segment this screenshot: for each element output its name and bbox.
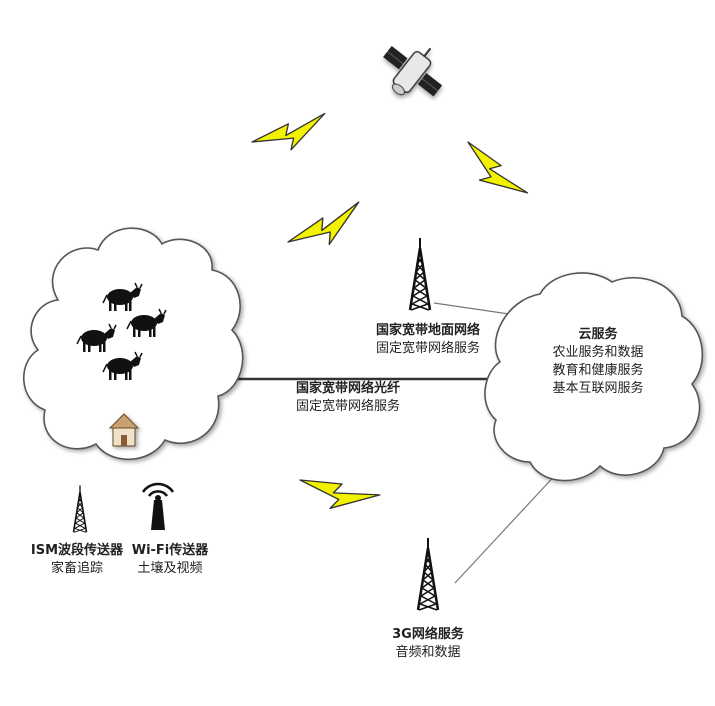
wifi-transmitter-title: Wi-Fi传送器 xyxy=(131,543,209,558)
house-icon xyxy=(108,413,140,447)
cloud-service-cloud xyxy=(484,272,704,482)
ism-transmitter-subtitle: 家畜追踪 xyxy=(50,561,103,576)
lightning-icon xyxy=(460,127,529,211)
terrestrial-network-label: 国家宽带地面网络 固定宽带网络服务 xyxy=(358,322,498,358)
wifi-transmitter-label: Wi-Fi传送器 土壤及视频 xyxy=(120,542,220,578)
3g-service-subtitle: 音频和数据 xyxy=(395,645,461,660)
lightning-icon xyxy=(283,201,365,251)
tower-icon xyxy=(408,236,432,312)
wifi-antenna-icon xyxy=(141,482,175,530)
3g-service-title: 3G网络服务 xyxy=(392,627,464,642)
terrestrial-network-subtitle: 固定宽带网络服务 xyxy=(375,341,480,356)
ism-transmitter-title: ISM波段传送器 xyxy=(30,543,124,558)
fiber-network-label: 国家宽带网络光纤 固定宽带网络服务 xyxy=(278,380,418,416)
3g-service-label: 3G网络服务 音频和数据 xyxy=(378,626,478,662)
lightning-icon xyxy=(251,112,326,151)
ism-transmitter-label: ISM波段传送器 家畜追踪 xyxy=(22,542,132,578)
3g-to-cloud-line xyxy=(454,469,561,584)
terrestrial-network-title: 国家宽带地面网络 xyxy=(375,323,480,338)
fiber-network-subtitle: 固定宽带网络服务 xyxy=(295,399,400,414)
tower-icon xyxy=(72,484,88,534)
cloud-service-line: 基本互联网服务 xyxy=(552,381,644,396)
tower-icon xyxy=(416,536,440,612)
cloud-service-title: 云服务 xyxy=(578,327,618,342)
cloud-service-line: 教育和健康服务 xyxy=(552,363,644,378)
cloud-service-line: 农业服务和数据 xyxy=(552,345,644,360)
satellite-icon xyxy=(383,45,443,97)
fiber-network-title: 国家宽带网络光纤 xyxy=(295,381,400,396)
lightning-icon xyxy=(295,454,381,528)
tower-to-cloud-line xyxy=(433,302,517,316)
farm-cloud xyxy=(23,227,244,461)
wifi-transmitter-subtitle: 土壤及视频 xyxy=(137,561,203,576)
cloud-service-label: 云服务 农业服务和数据 教育和健康服务 基本互联网服务 xyxy=(538,326,658,398)
